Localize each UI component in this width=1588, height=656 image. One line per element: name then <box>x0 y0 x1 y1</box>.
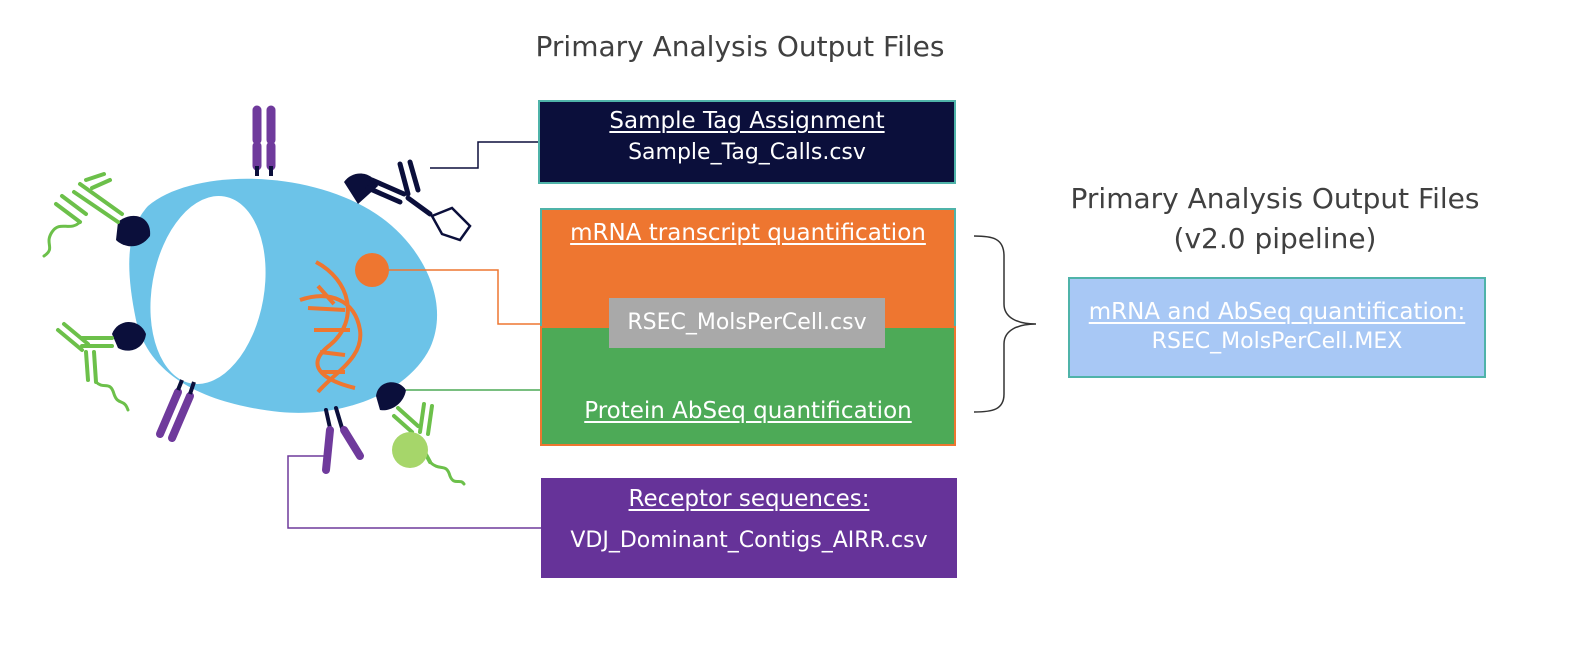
mex-file: RSEC_MolsPerCell.MEX <box>1151 329 1403 354</box>
connector-sample-tag <box>430 141 540 169</box>
mex-title: mRNA and AbSeq quantification: <box>1088 299 1466 325</box>
purple-antibody-top-icon <box>252 105 276 171</box>
green-antibody-mid-left-icon <box>56 322 130 412</box>
dna-helix-icon <box>299 260 363 394</box>
rsec-file-label: RSEC_MolsPerCell.csv <box>609 298 885 348</box>
cell-nucleus <box>150 195 266 385</box>
sample-tag-file: Sample_Tag_Calls.csv <box>628 140 866 165</box>
sample-tag-box: Sample Tag Assignment Sample_Tag_Calls.c… <box>538 100 956 184</box>
navy-receptor-left-mid-icon <box>112 322 146 351</box>
receptor-box: Receptor sequences: VDJ_Dominant_Contigs… <box>541 478 957 578</box>
green-antibody-top-left-icon <box>42 172 124 258</box>
navy-receptor-left-top-icon <box>116 215 151 247</box>
bead-green <box>392 432 428 468</box>
mex-box: mRNA and AbSeq quantification: RSEC_Mols… <box>1068 277 1486 378</box>
receptor-title: Receptor sequences: <box>628 486 870 512</box>
connector-receptor <box>287 455 542 529</box>
purple-antibody-bottom-left-icon <box>156 388 194 442</box>
receptor-file: VDJ_Dominant_Contigs_AIRR.csv <box>570 528 928 553</box>
protein-title: Protein AbSeq quantification <box>584 398 912 424</box>
main-title: Primary Analysis Output Files <box>535 30 945 63</box>
connector-mrna <box>372 269 540 325</box>
purple-receptor-bottom-icon <box>322 406 364 474</box>
navy-receptor-bottom-right-icon <box>376 382 406 411</box>
curly-brace <box>973 235 1037 413</box>
rsec-file: RSEC_MolsPerCell.csv <box>627 310 867 335</box>
navy-receptor-top-icon <box>344 173 378 204</box>
sample-tag-title: Sample Tag Assignment <box>609 108 885 134</box>
v2-title: Primary Analysis Output Files <box>1070 182 1480 215</box>
sample-tag-icon <box>430 206 472 242</box>
navy-antibody-tagged-icon <box>365 159 433 217</box>
v2-subtitle: (v2.0 pipeline) <box>1173 222 1377 255</box>
mrna-title: mRNA transcript quantification <box>570 220 926 246</box>
